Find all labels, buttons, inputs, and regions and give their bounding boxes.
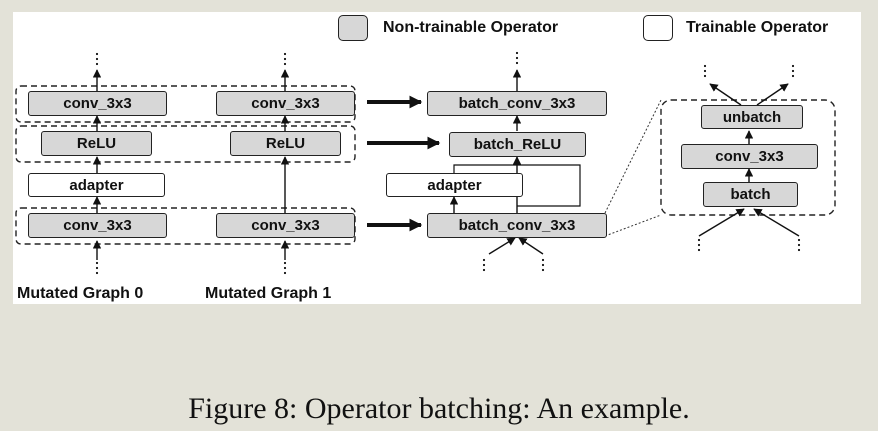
- graph0-label: Mutated Graph 0: [17, 285, 144, 302]
- detail-batch: batch: [703, 182, 798, 207]
- ellipsis-dots: [95, 51, 801, 275]
- graph0-adapter: adapter: [28, 173, 165, 197]
- zoom-line-lower: [604, 214, 662, 237]
- dashed-group-relu: [15, 125, 356, 163]
- detail-unbatch: unbatch: [701, 105, 803, 129]
- batched-relu: batch_ReLU: [449, 132, 586, 157]
- zoom-line-upper: [604, 99, 662, 214]
- batched-conv-top: batch_conv_3x3: [427, 91, 607, 116]
- adapter-bypass-line: [453, 164, 581, 207]
- detail-arrows: [698, 83, 800, 237]
- graph1-label: Mutated Graph 1: [205, 285, 332, 302]
- diagram-connectors: [15, 51, 836, 275]
- legend-swatch-trainable: [643, 15, 673, 41]
- batched-arrows: [449, 69, 544, 255]
- figure-caption: Figure 8: Operator batching: An example.: [188, 392, 690, 425]
- legend-swatch-non-trainable: [338, 15, 368, 41]
- batched-conv-bottom: batch_conv_3x3: [427, 213, 607, 238]
- legend-label-non-trainable: Non-trainable Operator: [383, 19, 559, 36]
- graph1-conv-bottom: conv_3x3: [216, 213, 355, 238]
- operator-batching-figure: Non-trainable Operator Trainable Operato…: [13, 12, 861, 304]
- graph1-relu: ReLU: [230, 131, 341, 156]
- graph1-conv-top: conv_3x3: [216, 91, 355, 116]
- dashed-group-conv-bottom: [15, 207, 356, 245]
- graph0-conv-top: conv_3x3: [28, 91, 167, 116]
- batching-transform-arrows: [367, 95, 441, 232]
- detail-conv: conv_3x3: [681, 144, 818, 169]
- dashed-group-conv-top: [15, 85, 356, 123]
- legend-label-trainable: Trainable Operator: [686, 19, 829, 36]
- batched-adapter: adapter: [386, 173, 523, 197]
- graph0-relu: ReLU: [41, 131, 152, 156]
- graph0-conv-bottom: conv_3x3: [28, 213, 167, 238]
